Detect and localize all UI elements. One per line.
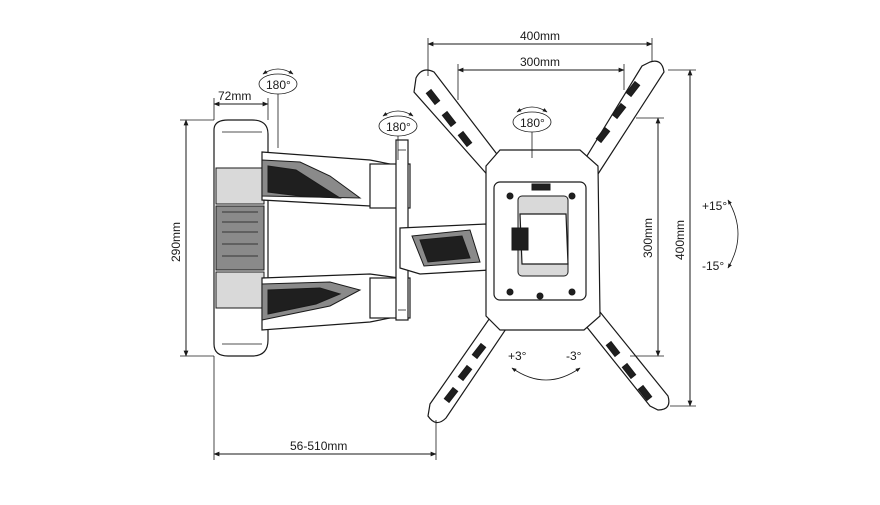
label-rotation-wall: 180° — [266, 78, 291, 92]
label-swivel-right: -3° — [566, 349, 582, 363]
rotation-badge-wall — [258, 68, 298, 148]
label-400mm-right: 400mm — [673, 220, 687, 260]
dimension-extension — [213, 356, 437, 460]
head-arm — [399, 223, 491, 275]
label-extension-range: 56-510mm — [290, 439, 347, 453]
dimension-290-left — [180, 119, 214, 357]
dimension-300-right — [630, 117, 664, 357]
dimension-72 — [213, 98, 269, 120]
vesa-arms — [413, 60, 670, 424]
label-rotation-head: 180° — [520, 116, 545, 130]
dimension-400-right — [668, 69, 696, 407]
rotation-badge-arm — [378, 110, 418, 160]
label-300mm-right: 300mm — [641, 218, 655, 258]
label-400mm-top: 400mm — [520, 29, 560, 43]
swivel-indicator — [511, 367, 581, 381]
label-tilt-up: +15° — [702, 199, 727, 213]
rotation-badge-head — [512, 106, 552, 158]
vesa-center-plate — [485, 149, 601, 331]
wall-plate — [213, 119, 269, 357]
label-72mm: 72mm — [218, 89, 251, 103]
label-rotation-arm: 180° — [386, 120, 411, 134]
dimension-400-top — [427, 38, 653, 76]
dimension-300-top — [457, 64, 625, 100]
upper-arm — [261, 151, 411, 209]
tilt-indicator — [727, 199, 739, 269]
label-swivel-left: +3° — [508, 349, 527, 363]
label-290mm-left: 290mm — [169, 222, 183, 262]
label-tilt-down: -15° — [702, 259, 724, 273]
label-300mm-top: 300mm — [520, 55, 560, 69]
lower-arm — [261, 273, 411, 331]
